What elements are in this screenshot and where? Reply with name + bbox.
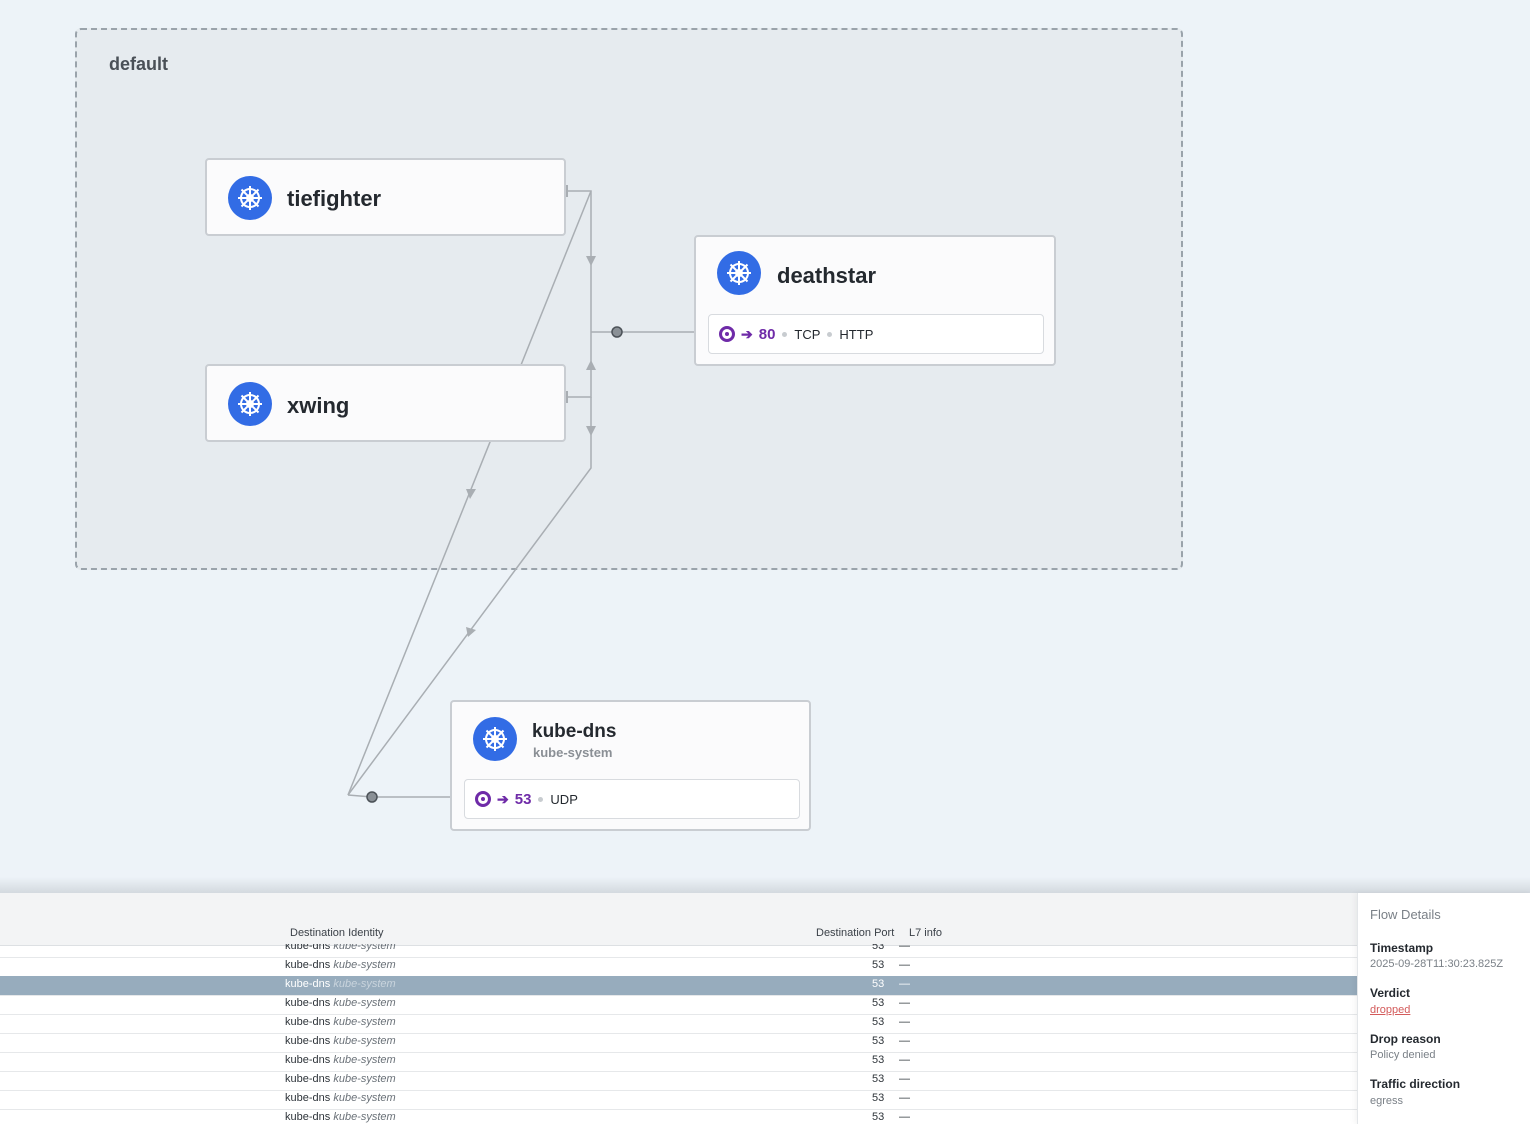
port-target-icon: [719, 326, 735, 342]
table-row[interactable]: kube-dns kube-system 53 —: [0, 1109, 1357, 1124]
column-header-destination-port[interactable]: Destination Port: [816, 927, 895, 939]
node-card-tiefighter[interactable]: tiefighter: [205, 158, 566, 236]
port-number: 80: [758, 325, 776, 343]
protocol-label: UDP: [550, 791, 578, 807]
node-title: tiefighter: [287, 186, 382, 211]
port-number: 53: [514, 790, 532, 808]
kubernetes-icon: [228, 176, 272, 220]
arrow-marker: [586, 426, 596, 436]
node-card-deathstar[interactable]: deathstar ➔ 80 TCP HTTP: [694, 235, 1056, 366]
flows-panel: Destination Identity Destination Port L7…: [0, 893, 1530, 1124]
node-card-xwing[interactable]: xwing: [205, 364, 566, 442]
flows-table-header: Destination Identity Destination Port L7…: [0, 893, 1357, 946]
verdict-value-link[interactable]: dropped: [1370, 1004, 1411, 1016]
edge-tiefighter-deathstar: [566, 190, 592, 332]
port-row[interactable]: ➔ 53 UDP: [464, 779, 800, 819]
flow-details-panel: Flow Details Timestamp 2025-09-28T11:30:…: [1357, 893, 1530, 1124]
drop-reason-label: Drop reason: [1370, 1032, 1441, 1046]
table-row[interactable]: kube-dns kube-system 53 —: [0, 957, 1357, 977]
table-row[interactable]: kube-dns kube-system 53 —: [0, 944, 1357, 958]
arrow-marker: [466, 627, 476, 637]
destination-identity-cell: kube-dns kube-system: [285, 1073, 396, 1085]
destination-identity-cell: kube-dns kube-system: [285, 944, 396, 952]
junction-dot: [366, 791, 378, 803]
destination-port-cell: 53: [872, 978, 885, 990]
table-row[interactable]: kube-dns kube-system 53 —: [0, 995, 1357, 1015]
timestamp-value: 2025-09-28T11:30:23.825Z: [1370, 958, 1504, 970]
traffic-direction-value: egress: [1370, 1095, 1404, 1107]
node-title: deathstar: [777, 263, 877, 288]
l7-info-cell: —: [899, 1016, 910, 1028]
destination-port-cell: 53: [872, 1035, 885, 1047]
l7-info-cell: —: [899, 944, 910, 952]
column-header-destination-identity[interactable]: Destination Identity: [290, 927, 384, 939]
separator-dot: [782, 331, 788, 337]
node-namespace: kube-system: [533, 745, 613, 760]
table-row-selected[interactable]: kube-dns kube-system 53 —: [0, 976, 1357, 996]
destination-port-cell: 53: [872, 1054, 885, 1066]
destination-identity-cell: kube-dns kube-system: [285, 1092, 396, 1104]
flows-table-body[interactable]: kube-dns kube-system 53 — kube-dns kube-…: [0, 944, 1357, 1124]
kubernetes-icon: [228, 382, 272, 426]
l7-info-cell: —: [899, 959, 910, 971]
table-row[interactable]: kube-dns kube-system 53 —: [0, 1090, 1357, 1110]
protocol-label: TCP: [794, 326, 821, 342]
kubernetes-icon: [473, 717, 517, 761]
node-title: kube-dns: [532, 721, 617, 742]
destination-port-cell: 53: [872, 1111, 885, 1123]
edge-xwing-kubedns: [347, 397, 592, 796]
port-target-icon: [475, 791, 491, 807]
node-card-kube-dns[interactable]: kube-dns kube-system ➔ 53 UDP: [450, 700, 811, 831]
verdict-label: Verdict: [1370, 986, 1411, 1000]
edge-xwing-deathstar: [566, 332, 592, 398]
l7-info-cell: —: [899, 1054, 910, 1066]
timestamp-label: Timestamp: [1370, 941, 1434, 955]
destination-port-cell: 53: [872, 944, 885, 952]
node-title: xwing: [287, 393, 350, 418]
protocol-label: HTTP: [839, 326, 874, 342]
destination-identity-cell: kube-dns kube-system: [285, 978, 396, 990]
table-row[interactable]: kube-dns kube-system 53 —: [0, 1033, 1357, 1053]
namespace-label: default: [109, 54, 169, 74]
destination-port-cell: 53: [872, 997, 885, 1009]
l7-info-cell: —: [899, 978, 910, 990]
arrow-marker: [466, 489, 476, 499]
destination-port-cell: 53: [872, 1092, 885, 1104]
drop-reason-value: Policy denied: [1370, 1049, 1436, 1061]
port-row[interactable]: ➔ 80 TCP HTTP: [708, 314, 1044, 354]
destination-identity-cell: kube-dns kube-system: [285, 1035, 396, 1047]
junction-dot: [611, 326, 623, 338]
destination-port-cell: 53: [872, 959, 885, 971]
l7-info-cell: —: [899, 1073, 910, 1085]
l7-info-cell: —: [899, 1035, 910, 1047]
separator-dot: [827, 331, 833, 337]
l7-info-cell: —: [899, 997, 910, 1009]
destination-identity-cell: kube-dns kube-system: [285, 1016, 396, 1028]
service-map-canvas[interactable]: default tiefighte: [0, 0, 1530, 893]
destination-port-cell: 53: [872, 1073, 885, 1085]
l7-info-cell: —: [899, 1111, 910, 1123]
separator-dot: [538, 796, 544, 802]
table-row[interactable]: kube-dns kube-system 53 —: [0, 1014, 1357, 1034]
table-row[interactable]: kube-dns kube-system 53 —: [0, 1052, 1357, 1072]
arrow-right-icon: ➔: [741, 325, 753, 342]
column-header-l7-info[interactable]: L7 info: [909, 927, 943, 939]
flow-details-title: Flow Details: [1370, 907, 1441, 922]
l7-info-cell: —: [899, 1092, 910, 1104]
traffic-direction-label: Traffic direction: [1370, 1077, 1461, 1091]
destination-identity-cell: kube-dns kube-system: [285, 1111, 396, 1123]
destination-identity-cell: kube-dns kube-system: [285, 959, 396, 971]
arrow-marker: [586, 256, 596, 266]
kubernetes-icon: [717, 251, 761, 295]
panel-shadow: [0, 877, 1530, 893]
arrow-marker: [586, 360, 596, 370]
table-row[interactable]: kube-dns kube-system 53 —: [0, 1071, 1357, 1091]
destination-port-cell: 53: [872, 1016, 885, 1028]
destination-identity-cell: kube-dns kube-system: [285, 997, 396, 1009]
arrow-right-icon: ➔: [497, 790, 509, 807]
destination-identity-cell: kube-dns kube-system: [285, 1054, 396, 1066]
